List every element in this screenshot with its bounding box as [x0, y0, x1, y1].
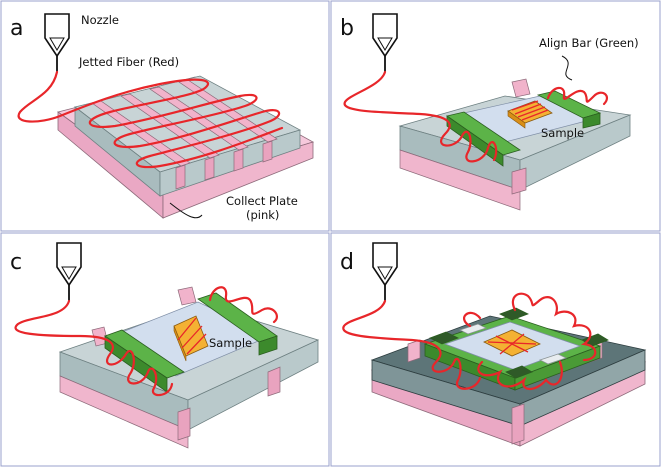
align-bar-left — [446, 111, 521, 167]
pink-post — [407, 339, 421, 363]
panel-label-d: d — [340, 250, 354, 275]
jetted-fiber — [14, 299, 174, 397]
panel-label-b: b — [340, 16, 354, 41]
jetted-fiber — [17, 70, 284, 169]
panel-c: c Sample — [10, 242, 320, 449]
nozzle-icon — [44, 13, 70, 73]
jetted-fiber-loops — [463, 292, 597, 391]
pink-post — [267, 366, 281, 397]
panel-b: b Align Bar (Green) Sample — [340, 13, 639, 211]
sample — [173, 315, 209, 362]
panel-b-border — [330, 0, 661, 232]
plate-label-line2: (pink) — [246, 208, 279, 222]
collect-plate-slice — [399, 149, 521, 211]
sample-label: Sample — [541, 126, 584, 140]
panel-c-border — [0, 232, 330, 467]
align-bar-right — [197, 292, 278, 356]
nozzle-icon — [372, 13, 398, 73]
nozzle-icon — [372, 242, 398, 302]
align-bar-label: Align Bar (Green) — [539, 36, 639, 50]
sample — [483, 329, 541, 357]
pink-post — [511, 78, 531, 98]
align-pointer — [561, 55, 573, 81]
align-bar-right — [536, 90, 602, 129]
panel-label-a: a — [10, 16, 23, 41]
panel-d-border — [330, 232, 661, 467]
panel-a-border — [0, 0, 330, 232]
fiber-label: Jetted Fiber (Red) — [78, 55, 179, 69]
nozzle-icon — [56, 242, 82, 302]
pink-post — [511, 403, 525, 445]
jetted-fiber — [343, 70, 498, 163]
jetted-fiber-loops — [546, 86, 609, 106]
sample-label: Sample — [209, 336, 252, 350]
panel-a: a Nozzle Jetted Fiber (Red) Collect Plat… — [10, 13, 315, 222]
collect-plate-slice — [59, 375, 189, 449]
sample — [507, 100, 553, 129]
jetted-fiber-loops — [208, 286, 278, 324]
plate-label-line1: Collect Plate — [226, 194, 298, 208]
nozzle-label: Nozzle — [81, 13, 119, 27]
pink-post — [177, 286, 197, 306]
pink-post — [177, 407, 191, 441]
panel-label-c: c — [10, 250, 22, 275]
panel-d: d — [340, 242, 647, 447]
plate-pointer — [169, 202, 203, 219]
pink-post — [511, 167, 527, 195]
jetted-fiber — [342, 299, 482, 390]
